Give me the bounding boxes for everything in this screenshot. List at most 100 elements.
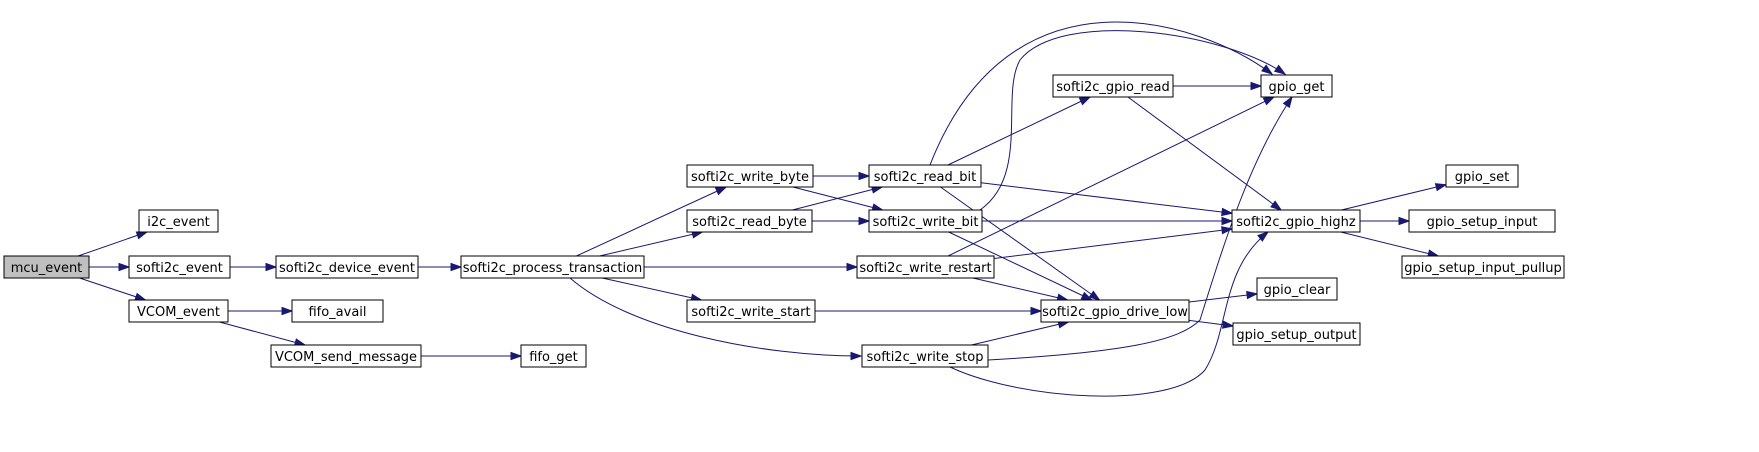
node-softi2c_process_transaction[interactable]: softi2c_process_transaction [460,255,645,279]
node-box [1256,277,1338,301]
edge-line [77,231,148,257]
edge-line [940,186,1100,301]
node-softi2c_write_bit[interactable]: softi2c_write_bit [868,209,983,233]
node-box [1260,74,1333,98]
node-box [868,209,983,233]
edge-line [1188,293,1258,303]
edge-softi2c_gpio_highz-to-gpio_setup_input [1360,216,1411,226]
node-label: i2c_event [147,215,210,230]
node-gpio_get[interactable]: gpio_get [1260,74,1333,98]
edge-softi2c_process_transaction-to-softi2c_read_byte [599,230,704,257]
node-label: gpio_setup_input [1427,215,1538,230]
edge-line [979,30,1286,211]
edge-softi2c_write_start-to-softi2c_gpio_drive_low [815,306,1043,316]
edge-softi2c_read_bit-to-gpio_get [929,21,1274,166]
edge-arrowhead [858,171,871,181]
edge-arrowhead [134,292,147,301]
node-label: gpio_clear [1264,283,1331,298]
node-label: softi2c_write_bit [873,215,979,230]
node-gpio_set[interactable]: gpio_set [1445,164,1519,188]
node-box [686,164,814,188]
edge-softi2c_read_bit-to-softi2c_gpio_read [947,96,1092,166]
edge-softi2c_write_stop-to-softi2c_gpio_highz [949,231,1270,397]
edge-mcu_event-to-VCOM_event [79,277,147,301]
edge-softi2c_write_bit-to-gpio_get [979,30,1287,211]
edge-line [929,21,1273,166]
edge-arrowhead [450,262,463,272]
edge-softi2c_write_stop-to-softi2c_gpio_drive_low [971,320,1071,346]
edge-line [1340,231,1439,257]
node-fifo_avail[interactable]: fifo_avail [291,299,384,323]
edge-softi2c_event-to-softi2c_device_event [230,262,278,272]
edge-line [79,277,146,301]
node-box [128,255,231,279]
node-label: fifo_avail [308,305,366,320]
node-softi2c_gpio_drive_low[interactable]: softi2c_gpio_drive_low [1040,299,1190,323]
node-label: softi2c_gpio_drive_low [1042,305,1188,320]
edge-softi2c_write_byte-to-softi2c_read_bit [813,171,871,181]
edge-arrowhead [281,306,294,316]
edge-arrowhead [850,351,863,361]
node-softi2c_write_stop[interactable]: softi2c_write_stop [861,344,989,368]
graph-nodes: mcu_event i2c_event softi2c_eventVCOM_even… [3,74,1565,368]
edge-softi2c_write_bit-to-softi2c_gpio_highz [982,216,1234,226]
node-i2c_event[interactable]: i2c_event [138,209,219,233]
edge-VCOM_event-to-fifo_avail [228,306,294,316]
node-mcu_event[interactable]: mcu_event [3,255,90,279]
edge-arrowhead [265,262,278,272]
edge-softi2c_gpio_read-to-softi2c_gpio_highz [1127,96,1283,211]
node-label: softi2c_process_transaction [463,261,643,276]
node-softi2c_write_start[interactable]: softi2c_write_start [686,299,816,323]
node-label: softi2c_read_bit [874,170,976,185]
node-softi2c_write_restart[interactable]: softi2c_write_restart [856,255,995,279]
edge-softi2c_process_transaction-to-softi2c_write_restart [644,262,859,272]
edge-line [569,277,862,357]
node-softi2c_device_event[interactable]: softi2c_device_event [275,255,419,279]
node-box [868,164,982,188]
node-label: softi2c_write_restart [859,261,991,276]
node-VCOM_send_message[interactable]: VCOM_send_message [270,344,422,368]
edge-line [948,231,1093,301]
node-VCOM_event[interactable]: VCOM_event [128,299,229,323]
node-softi2c_gpio_read[interactable]: softi2c_gpio_read [1052,74,1174,98]
edge-arrowhead [1262,96,1276,106]
node-fifo_get[interactable]: fifo_get [520,344,587,368]
node-label: gpio_setup_output [1236,328,1356,343]
node-softi2c_event[interactable]: softi2c_event [128,255,231,279]
node-box [1401,255,1565,279]
node-softi2c_write_byte[interactable]: softi2c_write_byte [686,164,814,188]
node-gpio_setup_output[interactable]: gpio_setup_output [1232,322,1361,346]
edge-line [599,231,703,257]
edge-mcu_event-to-softi2c_event [89,262,131,272]
edge-line [972,277,1068,301]
node-label: softi2c_write_stop [867,350,984,365]
node-label: VCOM_event [137,305,220,320]
edge-line [947,96,1091,166]
edge-line [602,277,702,301]
node-gpio_clear[interactable]: gpio_clear [1256,277,1338,301]
node-box [460,255,645,279]
node-label: softi2c_gpio_highz [1236,215,1356,230]
edge-line [1341,184,1447,211]
node-box [520,344,587,368]
edge-line [980,182,1233,214]
node-box [291,299,384,323]
edge-softi2c_gpio_drive_low-to-gpio_setup_output [1188,319,1235,329]
edge-line [949,231,1269,397]
node-gpio_setup_input[interactable]: gpio_setup_input [1408,209,1556,233]
edge-softi2c_gpio_highz-to-gpio_setup_input_pullup [1340,231,1440,258]
edge-arrowhead [1261,64,1274,75]
node-label: gpio_get [1269,80,1325,95]
edge-arrowhead [1398,216,1411,226]
node-box [686,299,816,323]
node-gpio_setup_input_pullup[interactable]: gpio_setup_input_pullup [1401,255,1565,279]
node-label: mcu_event [11,261,83,276]
edge-arrowhead [1030,306,1043,316]
node-softi2c_read_byte[interactable]: softi2c_read_byte [686,209,813,233]
node-softi2c_gpio_highz[interactable]: softi2c_gpio_highz [1231,209,1361,233]
edge-arrowhead [1078,96,1092,106]
edge-line [576,186,727,257]
node-softi2c_read_bit[interactable]: softi2c_read_bit [868,164,982,188]
edge-softi2c_write_restart-to-gpio_get [947,96,1276,257]
node-box [128,299,229,323]
